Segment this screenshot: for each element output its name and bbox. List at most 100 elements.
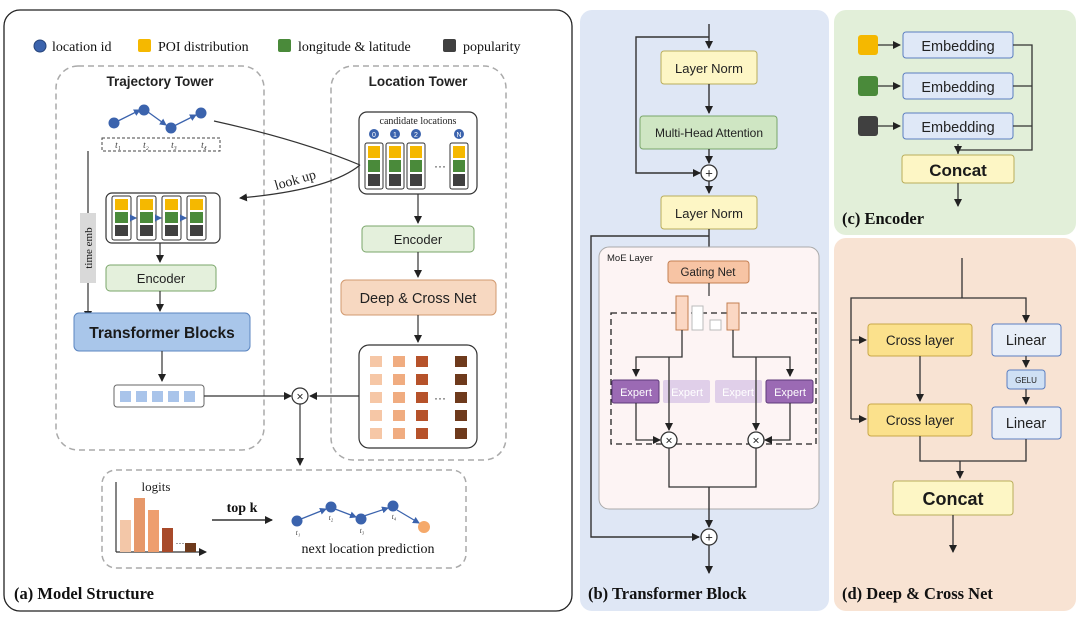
popularity-icon [443,39,456,52]
time-emb-bar [80,213,96,283]
caption-encoder: (c) Encoder [842,209,924,228]
timestamp-strip [101,137,221,152]
gelu-label: GELU [1015,376,1037,385]
trajectory-node [165,122,177,134]
encoder-right-label: Encoder [394,232,443,247]
pred-time-label: t₄ [392,513,397,521]
time-label: t₄ [201,140,207,150]
matrix-column [393,356,405,439]
legend-poi-distribution: POI distribution [158,40,249,55]
panel-deep-cross-net: Cross layer Cross layer Linear GELU Line… [834,238,1076,611]
candidate-column: 1 [385,129,405,190]
svg-text:×: × [665,434,672,448]
time-label: t₂ [143,140,149,150]
trajectory-node [108,117,120,129]
top-k-label: top k [227,501,258,516]
ellipsis: ··· [176,538,185,548]
trajectory-node [138,104,150,116]
expert-inactive-1 [663,380,710,403]
logits-label: logits [142,479,171,494]
panel-encoder: Embedding Embedding Embedding Concat (c)… [834,10,1076,235]
trajectory-node [195,107,207,119]
ellipsis: ··· [434,159,446,173]
legend-longitude-latitude: longitude & latitude [298,40,411,55]
time-emb-label: time emb [83,227,95,269]
candidate-id: 1 [393,132,397,139]
embedding-label: Embedding [921,80,994,96]
linear-1-label: Linear [1006,333,1046,349]
expert-label: Expert [722,387,754,399]
lonlat-input-icon [858,76,878,96]
expert-inactive-2 [715,380,762,403]
expert-label: Expert [774,387,806,399]
candidate-id: 2 [414,132,418,139]
expert-label: Expert [620,387,652,399]
lookup-arrow [239,164,361,202]
poi-input-icon [858,35,878,55]
lookup-link [213,120,361,166]
cross-layer-2-label: Cross layer [886,413,955,428]
location-tower-box [330,65,507,461]
layer-norm-2-label: Layer Norm [675,206,743,221]
candidate-locations-label: candidate locations [380,116,457,127]
candidate-column: 0 [364,129,384,190]
location-tower-title: Location Tower [369,74,468,89]
panel-model-structure: location id POI distribution longitude &… [3,9,573,612]
candidate-id: 0 [372,132,376,139]
transformer-blocks-label: Transformer Blocks [89,325,235,342]
linear-2-label: Linear [1006,416,1046,432]
predicted-location-node [418,521,430,533]
pred-time-label: t₂ [329,514,334,522]
svg-text:×: × [752,434,759,448]
concat-d-label: Concat [922,489,983,509]
location-embedding-matrix: ··· [358,344,478,449]
next-location-label: next location prediction [302,542,435,557]
svg-text:+: + [705,166,713,181]
expert-label: Expert [671,387,703,399]
caption-model-structure: (a) Model Structure [14,584,154,603]
embedding-label: Embedding [921,39,994,55]
cross-layer-1-label: Cross layer [886,333,955,348]
longitude-latitude-icon [278,39,291,52]
candidate-id: N [456,132,461,139]
svg-text:+: + [705,530,713,545]
svg-text:×: × [296,390,303,404]
deep-cross-net-label: Deep & Cross Net [360,291,477,307]
feature-column [161,195,182,241]
layer-norm-1-label: Layer Norm [675,61,743,76]
moe-layer-label: MoE Layer [607,253,653,264]
trajectory-tower-box [55,65,265,451]
candidate-column: 2 [406,129,426,190]
concat-c-label: Concat [929,161,987,180]
feature-column [186,195,207,241]
trajectory-sequence: t₁ t₂ t₃ t₄ [101,104,221,152]
matrix-column [370,356,382,439]
legend-popularity: popularity [463,40,521,55]
pred-time-label: t₁ [296,529,300,537]
legend: location id POI distribution longitude &… [33,39,521,55]
location-id-icon [33,39,47,53]
ellipsis: ··· [434,391,446,405]
feature-column [111,195,132,241]
gating-net-label: Gating Net [681,267,737,279]
trajectory-embedding-block [105,192,221,244]
candidate-locations-block: candidate locations 0 1 2 N ··· [358,111,478,195]
embedding-label: Embedding [921,120,994,136]
legend-location-id: location id [52,40,112,55]
matrix-column [455,356,467,439]
expert-selection-region [610,312,817,445]
candidate-column: N [449,129,469,190]
feature-column [136,195,157,241]
panel-transformer-block: Layer Norm Multi-Head Attention + Layer … [580,10,829,611]
encoder-left-label: Encoder [137,271,186,286]
mha-label: Multi-Head Attention [655,126,763,140]
prediction-sequence: t₁ t₂ t₃ t₄ next location prediction [291,500,435,557]
trajectory-output-vector [113,384,205,408]
poi-distribution-icon [138,39,151,52]
matrix-column [416,356,428,439]
pred-time-label: t₃ [360,527,365,535]
popularity-input-icon [858,116,878,136]
caption-transformer-block: (b) Transformer Block [588,584,747,603]
time-label: t₁ [115,140,121,150]
